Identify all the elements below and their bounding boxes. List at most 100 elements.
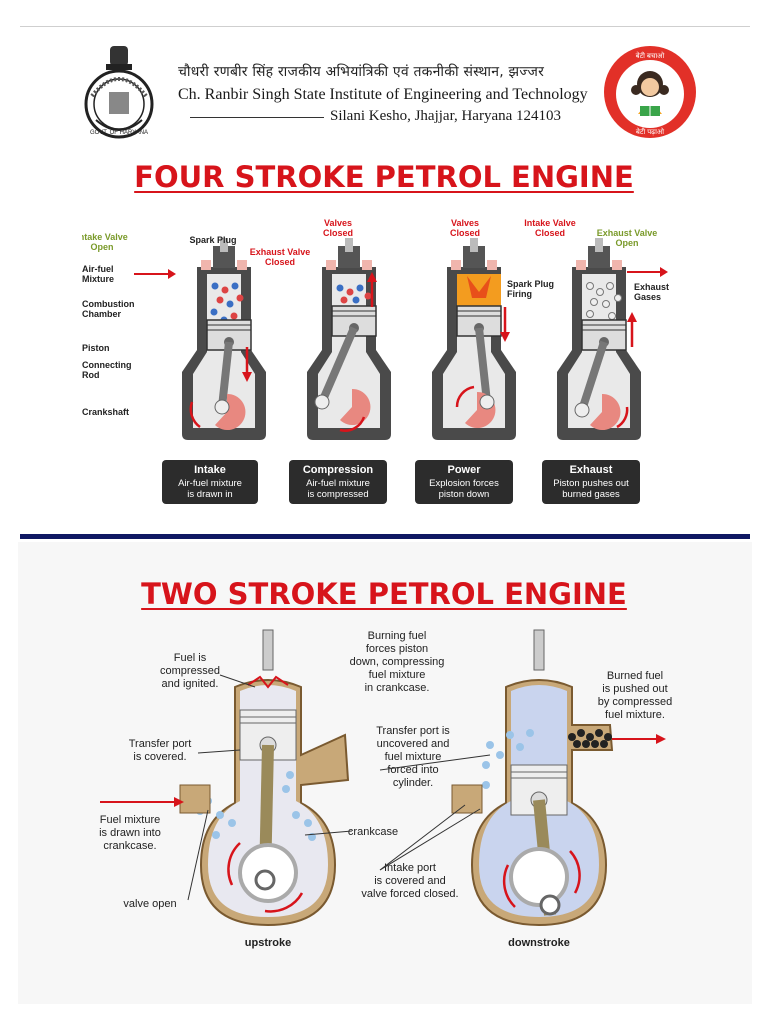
- label-fuel-mixture-drawn-2: is drawn into: [99, 827, 161, 839]
- state-emblem-seal: GOVT. OF HARYANA: [84, 46, 154, 139]
- intake-engine: [134, 238, 266, 440]
- label-fuel-compressed-2: compressed: [160, 665, 220, 677]
- label-burned-fuel-4: fuel mixture.: [605, 709, 665, 721]
- label-burning-fuel-5: in crankcase.: [365, 682, 430, 694]
- stroke-desc-1: Explosion forces: [429, 478, 499, 489]
- two-stroke-title: TWO STROKE PETROL ENGINE: [141, 577, 627, 611]
- label-spark-plug-firing-1: Spark Plug: [507, 279, 554, 289]
- label-combustion-2: Chamber: [82, 309, 122, 319]
- exhaust-gas-dots: [586, 282, 622, 320]
- label-valves-closed-1: Valves: [324, 218, 352, 228]
- label-valves-closed-power-2: Closed: [450, 228, 480, 238]
- label-crankcase: crankcase: [348, 826, 398, 838]
- burned-fuel-dots: [568, 729, 612, 748]
- stroke-name: Power: [447, 464, 481, 476]
- stroke-name: Compression: [303, 464, 374, 476]
- logo-bottom-text: बेटी पढ़ाओ: [636, 127, 665, 136]
- label-transfer-uncovered-3: fuel mixture: [385, 751, 442, 763]
- spark-plug-icon-2: [533, 629, 545, 671]
- stroke-desc-1: Air-fuel mixture: [178, 478, 242, 489]
- leader-lines: [187, 674, 491, 901]
- spark-plug-icon: [262, 629, 274, 671]
- beti-bachao-logo: बेटी बचाओ बेटी पढ़ाओ: [604, 46, 696, 138]
- label-transfer-uncovered-2: uncovered and: [377, 738, 450, 750]
- label-intake-valve-closed-2: Closed: [535, 228, 565, 238]
- label-exhaust-valve-open-1: Exhaust Valve: [597, 228, 658, 238]
- stroke-name: Intake: [194, 464, 226, 476]
- label-air-fuel-1: Air-fuel: [82, 264, 114, 274]
- label-spark-plug-firing-2: Firing: [507, 289, 532, 299]
- label-upstroke: upstroke: [245, 937, 291, 949]
- label-intake-valve-open-2: Open: [90, 242, 113, 252]
- ignition-spark-icon: [247, 675, 289, 689]
- label-valves-closed-power-1: Valves: [451, 218, 479, 228]
- label-exhaust-valve-open-2: Open: [615, 238, 638, 248]
- stroke-desc-2: is compressed: [307, 489, 368, 500]
- label-fuel-compressed-3: and ignited.: [162, 678, 219, 690]
- logo-top-text: बेटी बचाओ: [636, 51, 666, 60]
- address-rule: [190, 117, 324, 118]
- label-exhaust-gases-1: Exhaust: [634, 282, 669, 292]
- institute-name-hindi: चौधरी रणबीर सिंह राजकीय अभियांत्रिकी एवं…: [178, 64, 545, 80]
- label-connecting-rod-2: Rod: [82, 370, 100, 380]
- compression-mixture-dots: [336, 284, 372, 304]
- stroke-desc-2: piston down: [439, 489, 490, 500]
- explosion-icon: [457, 274, 501, 306]
- label-exhaust-gases-2: Gases: [634, 292, 661, 302]
- crankcase-mixture-dots: [196, 771, 316, 841]
- two-stroke-panel: [18, 542, 752, 1004]
- label-air-fuel-2: Mixture: [82, 274, 114, 284]
- label-combustion-1: Combustion: [82, 299, 135, 309]
- two-stroke-diagram: Fuel is compressed and ignited. Burning …: [99, 629, 673, 949]
- label-intake-port-2: is covered and: [374, 875, 446, 887]
- stroke-name: Exhaust: [570, 464, 613, 476]
- label-transfer-uncovered-5: cylinder.: [393, 777, 433, 789]
- label-intake-valve-open-1: Intake Valve: [82, 232, 128, 242]
- label-burning-fuel-2: forces piston: [366, 643, 428, 655]
- label-intake-port-3: valve forced closed.: [361, 888, 458, 900]
- label-burning-fuel-3: down, compressing: [350, 656, 445, 668]
- seal-text: GOVT. OF HARYANA: [90, 130, 148, 136]
- institute-name-english: Ch. Ranbir Singh State Institute of Engi…: [178, 86, 588, 103]
- label-fuel-mixture-drawn-1: Fuel mixture: [100, 814, 161, 826]
- label-transfer-covered-1: Transfer port: [129, 738, 192, 750]
- label-connecting-rod-1: Connecting: [82, 360, 132, 370]
- four-stroke-diagram: Intake Valve Open Spark Plug Exhaust Val…: [82, 218, 669, 504]
- exhaust-engine: [557, 238, 668, 440]
- stroke-caption-intake: Intake Air-fuel mixture is drawn in: [162, 460, 258, 504]
- stroke-desc-1: Piston pushes out: [553, 478, 629, 489]
- downstroke-engine: [451, 629, 666, 927]
- label-spark-plug: Spark Plug: [189, 235, 236, 245]
- stroke-caption-compression: Compression Air-fuel mixture is compress…: [289, 460, 387, 504]
- label-downstroke: downstroke: [508, 937, 570, 949]
- upstroke-engine: [100, 629, 350, 927]
- label-transfer-uncovered-1: Transfer port is: [376, 725, 450, 737]
- label-burned-fuel-2: is pushed out: [602, 683, 667, 695]
- label-valve-open: valve open: [123, 898, 176, 910]
- stroke-desc-1: Air-fuel mixture: [306, 478, 370, 489]
- stroke-desc-2: is drawn in: [187, 489, 232, 500]
- section-divider: [20, 534, 750, 539]
- emblem-lions-icon: [106, 46, 132, 70]
- label-intake-valve-closed-1: Intake Valve: [524, 218, 576, 228]
- label-burned-fuel-3: by compressed: [598, 696, 673, 708]
- label-burning-fuel-4: fuel mixture: [369, 669, 426, 681]
- top-rule: [20, 26, 750, 27]
- label-fuel-compressed-1: Fuel is: [174, 652, 207, 664]
- compression-engine: [307, 238, 391, 440]
- label-fuel-mixture-drawn-3: crankcase.: [103, 840, 156, 852]
- label-piston: Piston: [82, 343, 110, 353]
- four-stroke-title: FOUR STROKE PETROL ENGINE: [134, 160, 634, 194]
- label-burning-fuel-1: Burning fuel: [368, 630, 427, 642]
- label-burned-fuel-1: Burned fuel: [607, 670, 663, 682]
- label-intake-port-1: Intake port: [384, 862, 436, 874]
- stroke-caption-exhaust: Exhaust Piston pushes out burned gases: [542, 460, 640, 504]
- institute-address: Silani Kesho, Jhajjar, Haryana 124103: [330, 108, 562, 124]
- girl-reading-icon: [631, 71, 669, 116]
- intake-mixture-dots: [210, 282, 244, 324]
- label-valves-closed-2: Closed: [323, 228, 353, 238]
- transfer-mixture-dots: [482, 729, 534, 789]
- power-engine: [432, 238, 516, 440]
- stroke-caption-power: Power Explosion forces piston down: [415, 460, 513, 504]
- stroke-desc-2: burned gases: [562, 489, 620, 500]
